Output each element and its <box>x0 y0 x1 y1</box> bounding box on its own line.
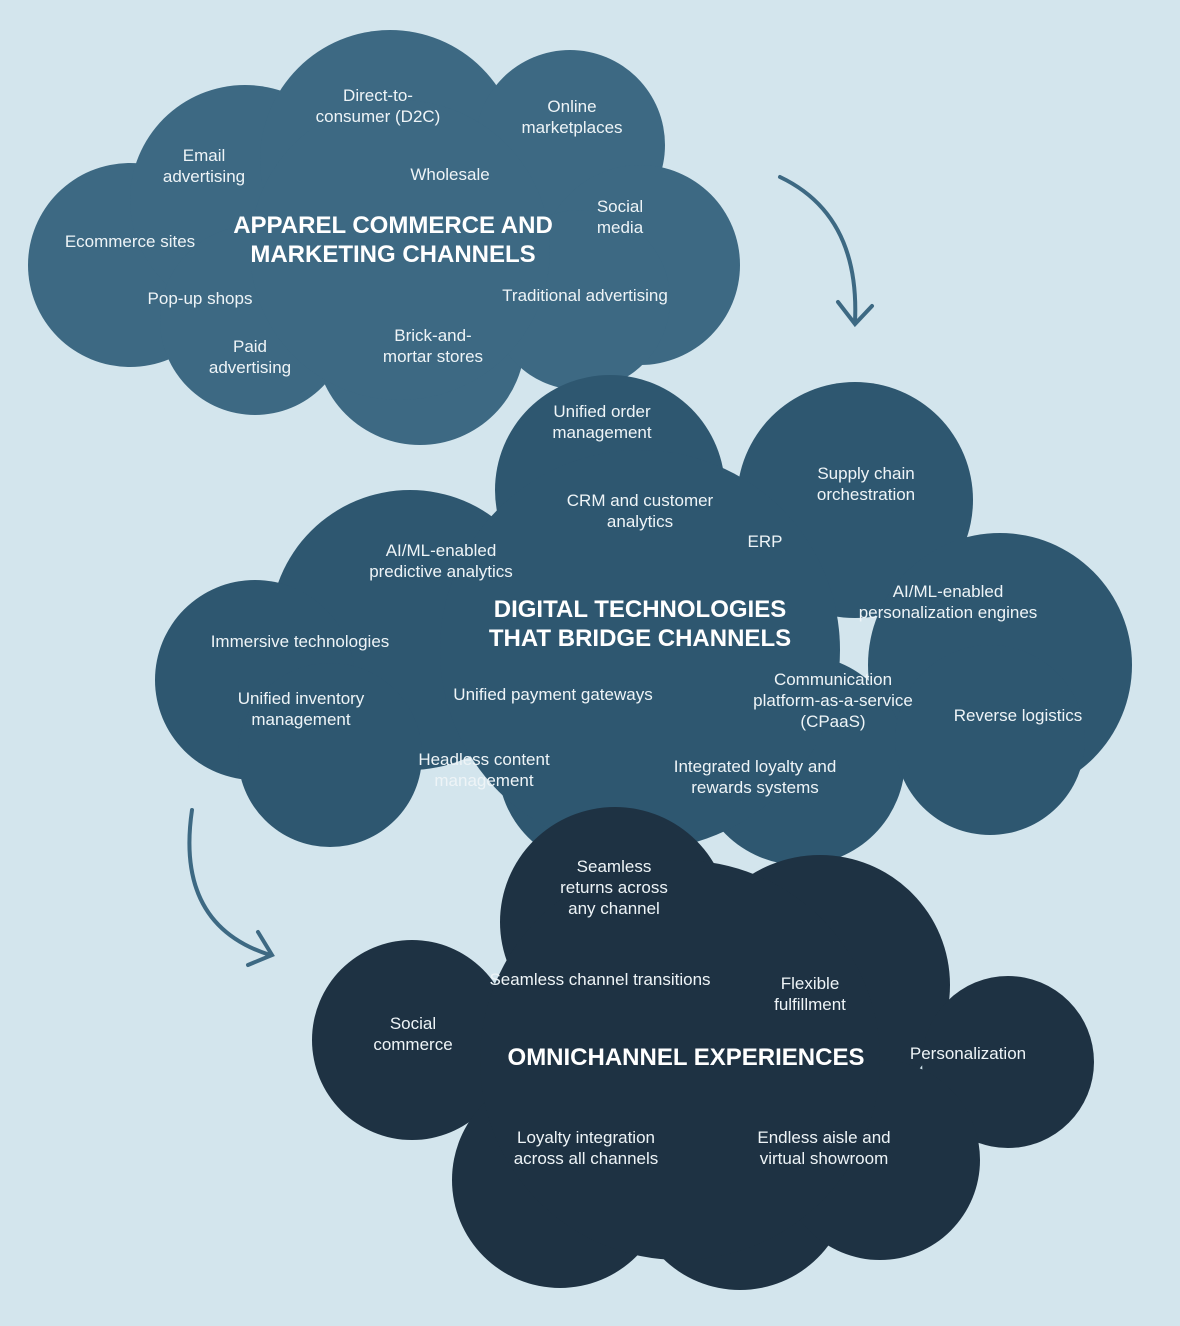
cloud-item: Unified inventory management <box>238 688 365 730</box>
cloud-item-line: advertising <box>162 167 246 186</box>
cloud-item: Ecommerce sites <box>65 231 195 252</box>
cloud-item-line: commerce <box>373 1035 453 1054</box>
cloud-item: Seamless channel transitions <box>489 969 710 990</box>
cloud-item-line: Endless aisle and <box>757 1128 891 1147</box>
cloud-title-line: MARKETING CHANNELS <box>250 241 536 268</box>
cloud-item-line: AI/ML-enabled <box>892 582 1004 601</box>
cloud-item-line: platform-as-a-service <box>753 691 913 710</box>
cloud-digital-technologies <box>155 375 1132 867</box>
cloud-item-line: media <box>596 218 644 237</box>
cloud-item-line: virtual showroom <box>759 1149 889 1168</box>
arrow-1-icon <box>778 175 874 328</box>
cloud-item: Traditional advertising <box>502 285 668 306</box>
cloud-item-line: marketplaces <box>521 118 623 137</box>
cloud-item: Brick-and-mortar stores <box>383 325 483 367</box>
cloud-item-line: CRM and customer <box>566 491 714 510</box>
cloud-apparel-channels <box>28 30 740 445</box>
cloud-item-line: mortar stores <box>382 347 484 366</box>
cloud-item: Unified payment gateways <box>453 684 652 705</box>
cloud-item: Seamless returns across any channel <box>560 856 668 919</box>
cloud-item-line: advertising <box>208 358 292 377</box>
cloud-item: ERP <box>748 531 783 552</box>
cloud-item-line: Immersive technologies <box>210 632 390 651</box>
cloud-item-line: Online <box>547 97 597 116</box>
cloud-item: Flexible fulfillment <box>774 973 846 1015</box>
cloud-item-line: Unified order <box>553 402 651 421</box>
cloud-item: Social commerce <box>373 1013 452 1055</box>
cloud-item-line: personalization engines <box>858 603 1038 622</box>
cloud-item-line: AI/ML-enabled <box>385 541 497 560</box>
cloud-item-line: Seamless channel transitions <box>489 970 711 989</box>
cloud-item-line: orchestration <box>816 485 916 504</box>
cloud-item: Social media <box>597 196 643 238</box>
cloud-item-line: Paid <box>232 337 268 356</box>
cloud-item-line: fulfillment <box>774 995 846 1014</box>
cloud-item: Direct-to-consumer (D2C) <box>316 85 441 127</box>
cloud-item: Headless content management <box>418 749 549 791</box>
cloud-title-line: OMNICHANNEL EXPERIENCES <box>507 1044 865 1071</box>
cloud-item-line: Headless content <box>418 750 550 769</box>
cloud-item-line: Social <box>389 1014 437 1033</box>
cloud-item: Immersive technologies <box>211 631 390 652</box>
cloud-item-line: management <box>251 710 351 729</box>
cloud-item: Unified order management <box>552 401 651 443</box>
cloud-item: Wholesale <box>410 164 489 185</box>
cloud-item-line: analytics <box>606 512 674 531</box>
cloud-item: Integrated loyalty and rewards systems <box>674 756 837 798</box>
cloud-item: Pop-up shops <box>148 288 253 309</box>
cloud-item-line: Traditional advertising <box>502 286 668 305</box>
cloud-item: Loyalty integration across all channels <box>514 1127 659 1169</box>
cloud-item-line: Unified payment gateways <box>453 685 653 704</box>
cloud-item-line: Wholesale <box>410 165 490 184</box>
cloud-item-line: Integrated loyalty and <box>673 757 837 776</box>
cloud-item: AI/ML-enabled personalization engines <box>859 581 1038 623</box>
cloud-item: Supply chain orchestration <box>817 463 915 505</box>
cloud-title: OMNICHANNEL EXPERIENCES <box>508 1043 865 1072</box>
cloud-item: Endless aisle and virtual showroom <box>757 1127 890 1169</box>
cloud-item-line: Supply chain <box>817 464 915 483</box>
cloud-item: AI/ML-enabled predictive analytics <box>369 540 513 582</box>
cloud-title-line: DIGITAL TECHNOLOGIES <box>493 596 787 623</box>
cloud-item: Personalization <box>910 1043 1026 1064</box>
cloud-item-line: predictive analytics <box>369 562 513 581</box>
cloud-title-line: THAT BRIDGE CHANNELS <box>488 625 792 652</box>
cloud-title-line: APPAREL COMMERCE AND <box>233 212 553 239</box>
cloud-item: Communication platform-as-a-service (CPaaS… <box>753 669 913 732</box>
cloud-item-line: Reverse logistics <box>953 706 1083 725</box>
cloud-item-line: (CPaaS) <box>800 712 866 731</box>
cloud-item-line: Personalization <box>909 1044 1027 1063</box>
cloud-item-line: Loyalty integration <box>517 1128 655 1147</box>
cloud-item-line: Flexible <box>780 974 840 993</box>
cloud-item-line: Direct-to- <box>343 86 413 105</box>
cloud-item: Paid advertising <box>209 336 291 378</box>
cloud-item-line: Unified inventory <box>237 689 365 708</box>
cloud-item: Email advertising <box>163 145 245 187</box>
cloud-item-line: Ecommerce sites <box>64 232 196 251</box>
cloud-omnichannel-experiences <box>312 807 1094 1290</box>
cloud-item-line: Social <box>596 197 644 216</box>
cloud-item-line: ERP <box>747 532 783 551</box>
cloud-item: Online marketplaces <box>521 96 622 138</box>
cloud-item-line: management <box>552 423 652 442</box>
cloud-item: CRM and customer analytics <box>567 490 713 532</box>
arrow-2-icon <box>187 808 275 967</box>
cloud-item: Reverse logistics <box>954 705 1083 726</box>
cloud-item-line: consumer (D2C) <box>315 107 441 126</box>
cloud-item-line: Seamless <box>576 857 652 876</box>
cloud-item-line: Communication <box>773 670 893 689</box>
cloud-item-line: rewards systems <box>691 778 819 797</box>
cloud-item-line: any channel <box>568 899 660 918</box>
cloud-item-line: returns across <box>560 878 668 897</box>
cloud-item-line: Brick-and- <box>394 326 472 345</box>
cloud-item-line: across all channels <box>513 1149 659 1168</box>
cloud-item-line: Email <box>182 146 226 165</box>
cloud-item-line: management <box>434 771 534 790</box>
cloud-item-line: Pop-up shops <box>147 289 253 308</box>
